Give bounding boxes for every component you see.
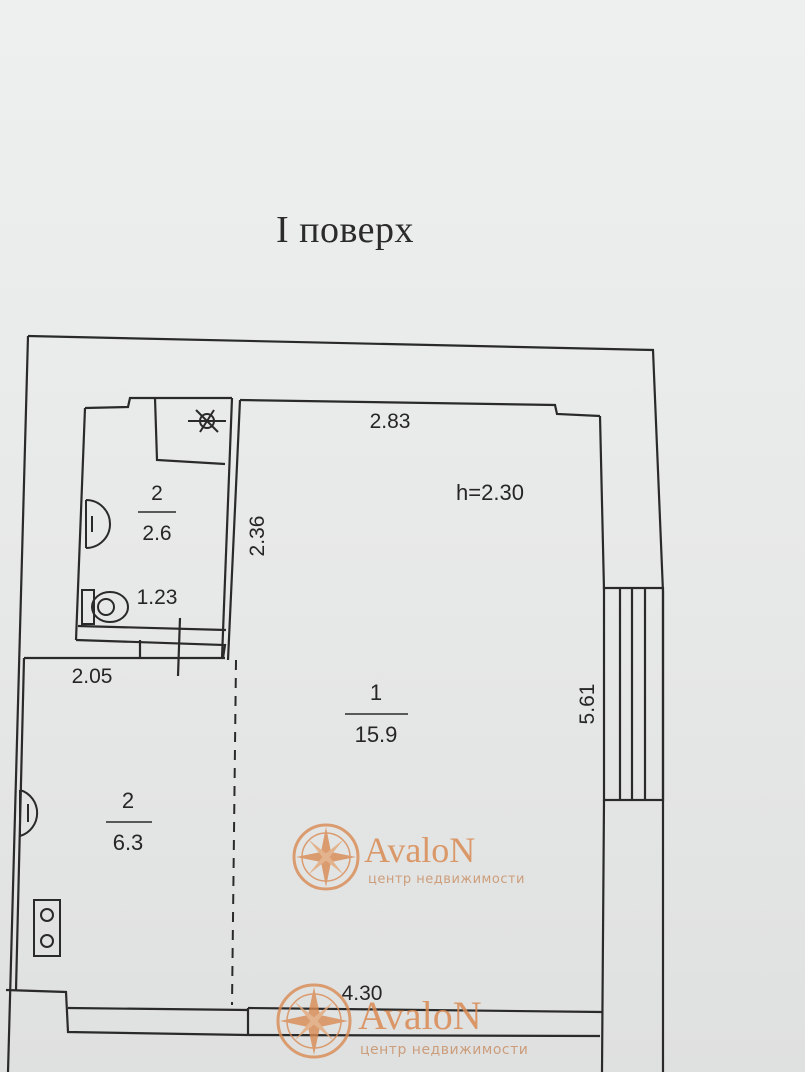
washbasin-icon: [85, 499, 111, 549]
bathroom-wall: [84, 396, 232, 410]
bathroom-left-wall: [74, 407, 87, 641]
bathroom-bottom-wall: [75, 638, 227, 659]
dim-main-room-height: 5.61: [576, 684, 599, 725]
main-room-right-wall: [598, 415, 606, 591]
ceiling-height-label: h=2.30: [456, 480, 524, 505]
watermark-subtitle-2: центр недвижимости: [360, 1042, 528, 1058]
bottom-wall-mid: [67, 1006, 249, 1012]
room-1-area: 15.9: [355, 722, 398, 747]
shower-icon: [188, 409, 226, 433]
sink-icon: [19, 789, 39, 837]
right-wall-lower: [600, 799, 606, 1072]
floor-title: I поверх: [275, 209, 415, 251]
watermark-brand: AvaloN: [364, 830, 475, 870]
fixtures: [19, 409, 226, 957]
bottom-wall-right: [247, 1006, 603, 1014]
room-2-bathroom-area: 2.6: [142, 522, 171, 545]
stove-icon: [33, 899, 61, 957]
window-right: [602, 586, 665, 802]
dim-bottom-width: 4.30: [342, 982, 383, 1005]
outer-wall: [27, 334, 665, 1072]
shower-cabin: [153, 397, 226, 466]
outer-wall-left: [6, 335, 30, 1072]
watermark-subtitle: центр недвижимости: [368, 872, 525, 887]
room-labels: 2.83 h=2.30 2 2.6 2.36 1.23 2.05 1 15.9 …: [72, 410, 599, 1005]
watermark-1: AvaloN центр недвижимости: [292, 823, 525, 891]
dim-hall-width: 2.05: [72, 665, 113, 688]
compass-logo-icon: [292, 823, 360, 891]
toilet-partition: [77, 624, 227, 632]
dim-toilet-width: 1.23: [137, 586, 178, 609]
room-2-bathroom-number: 2: [151, 482, 163, 505]
room-1-number: 1: [370, 680, 382, 705]
zone-divider-dashed: [231, 659, 237, 1006]
watermark-brand-2: AvaloN: [358, 993, 482, 1038]
main-room-top-wall: [239, 398, 601, 418]
room-2-kitchen-area: 6.3: [113, 830, 144, 855]
dim-bathroom-height: 2.36: [246, 516, 269, 557]
bottom-wall-left: [5, 988, 249, 1037]
walls: [5, 334, 665, 1072]
partition-wall-inner: [226, 399, 242, 661]
toilet-icon: [81, 589, 95, 625]
dim-main-room-top: 2.83: [370, 410, 411, 433]
partition-wall: [220, 397, 234, 659]
compass-logo-icon-2: [276, 983, 352, 1059]
watermark-2: AvaloN центр недвижимости: [276, 983, 528, 1059]
room-2-kitchen-number: 2: [122, 788, 134, 813]
